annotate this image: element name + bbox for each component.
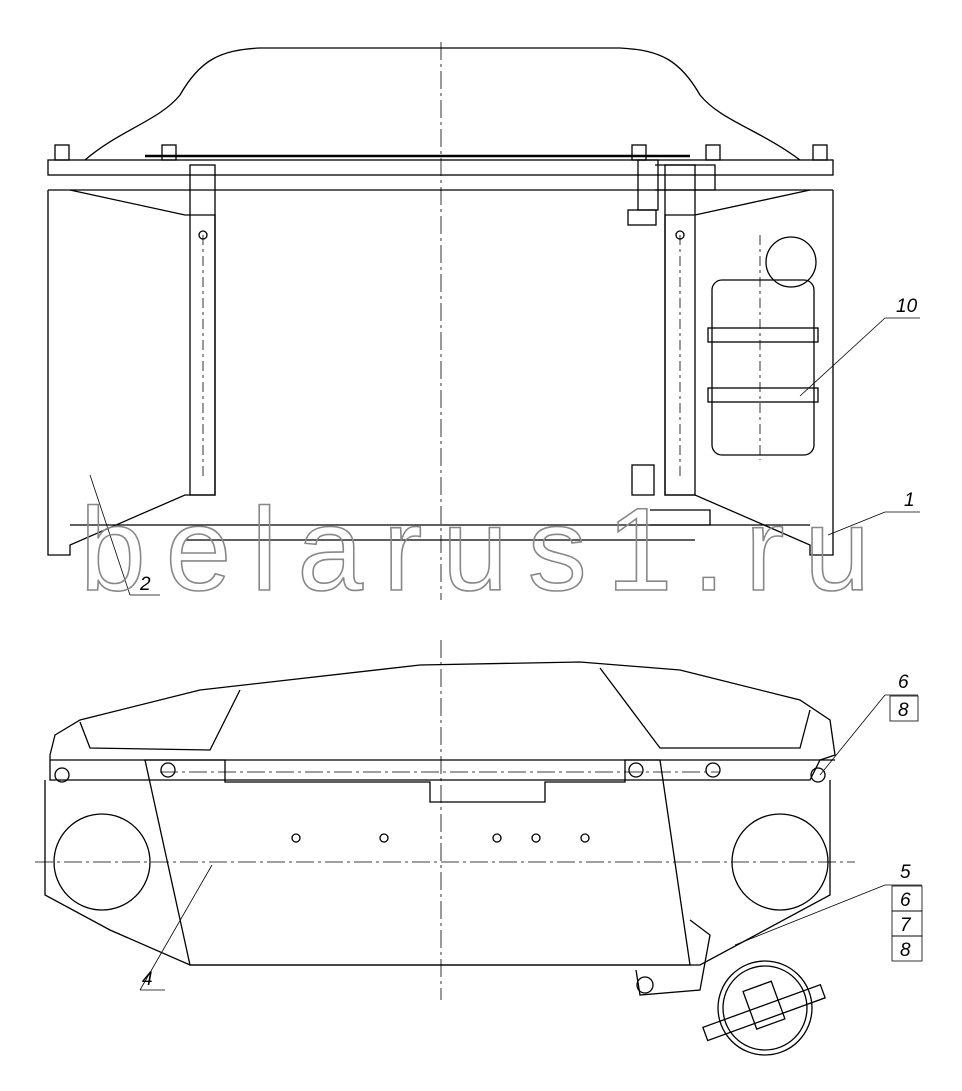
callout-8-top: 8 [898, 700, 909, 721]
callout-8-bottom: 8 [900, 940, 911, 961]
callout-4: 4 [142, 969, 153, 990]
callout-1: 1 [904, 490, 915, 511]
pipe-clamp [635, 919, 826, 1056]
left-shroud [47, 189, 216, 556]
top-frame [47, 159, 834, 176]
callout-6-bottom: 6 [900, 890, 911, 911]
bolts [54, 144, 828, 161]
right-fan [731, 813, 829, 911]
receiver-cylinder [707, 235, 819, 460]
left-fan [53, 813, 151, 911]
top-view: 10 1 2 [47, 42, 920, 600]
callout-7: 7 [900, 915, 912, 936]
callout-2: 2 [139, 574, 151, 595]
callout-10: 10 [896, 296, 918, 317]
left-bracket [189, 164, 216, 496]
callout-6-top: 6 [898, 672, 909, 693]
holes [291, 833, 590, 843]
watermark: belarus1.ru [80, 484, 870, 616]
hood-front [49, 661, 836, 781]
callout-5: 5 [900, 862, 911, 883]
hood-outline [84, 47, 801, 161]
radiator-plate [144, 759, 691, 966]
front-view: 6 8 5 6 7 8 4 [35, 640, 923, 1056]
housing [44, 780, 831, 966]
